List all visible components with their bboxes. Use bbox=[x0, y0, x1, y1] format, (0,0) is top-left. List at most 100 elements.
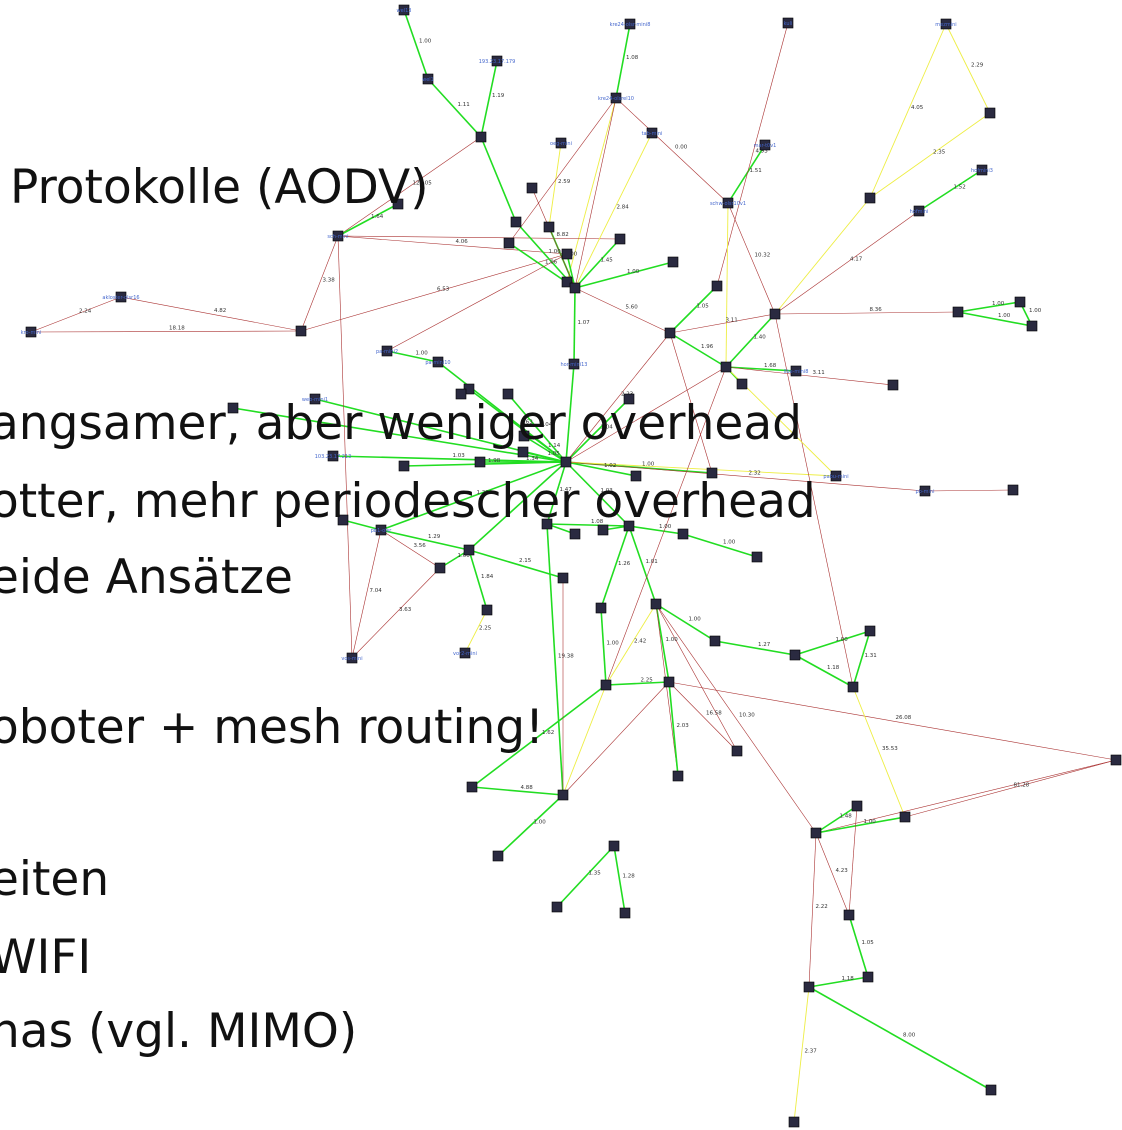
network-node bbox=[985, 1084, 997, 1096]
network-link bbox=[574, 132, 653, 289]
network-node bbox=[722, 197, 734, 209]
network-link bbox=[332, 455, 567, 463]
slide-line-protocols: Protokolle (AODV) bbox=[10, 160, 429, 215]
network-link bbox=[774, 313, 854, 688]
link-metric-label: 1.00 bbox=[627, 269, 640, 275]
node-label: sch-mini bbox=[327, 234, 348, 240]
link-metric-label: 4.82 bbox=[214, 308, 226, 314]
network-node bbox=[751, 551, 763, 563]
network-link bbox=[546, 461, 567, 525]
link-metric-label: 1.29 bbox=[428, 534, 441, 540]
link-metric-label: 1.02 bbox=[604, 463, 616, 469]
link-metric-label: 1.04 bbox=[540, 422, 553, 428]
node-label: mar-t0v1 bbox=[754, 143, 777, 149]
node-label: 193.23.17.179 bbox=[479, 59, 516, 65]
link-metric-label: 125.05 bbox=[413, 181, 433, 187]
slide-line-antennas: nas (vgl. MIMO) bbox=[0, 1004, 358, 1059]
network-node bbox=[561, 248, 573, 260]
network-link bbox=[815, 832, 850, 916]
node-label: kuli bbox=[784, 21, 793, 27]
network-node bbox=[492, 850, 504, 862]
network-link bbox=[300, 235, 339, 332]
link-metric-label: 1.00 bbox=[689, 617, 702, 623]
node-label: ilbe-mini8 bbox=[784, 369, 809, 375]
network-node bbox=[711, 280, 723, 292]
network-node bbox=[595, 602, 607, 614]
network-node bbox=[398, 460, 410, 472]
network-node bbox=[709, 635, 721, 647]
link-metric-label: 1.08 bbox=[591, 519, 604, 525]
network-node bbox=[518, 430, 530, 442]
network-link bbox=[471, 684, 607, 788]
network-node bbox=[557, 789, 569, 801]
network-link bbox=[337, 203, 399, 237]
link-metric-label: 1.52 bbox=[954, 185, 966, 191]
slide-line-robots: oboter + mesh routing! bbox=[0, 700, 544, 755]
link-metric-label: 1.00 bbox=[836, 637, 849, 643]
network-link bbox=[497, 794, 564, 857]
network-node bbox=[561, 276, 573, 288]
network-node bbox=[475, 131, 487, 143]
slide-line-wifi: WIFI bbox=[0, 930, 92, 985]
network-node bbox=[664, 327, 676, 339]
network-link bbox=[808, 986, 992, 1091]
network-link bbox=[716, 22, 789, 287]
network-node bbox=[517, 446, 529, 458]
link-metric-label: 3.38 bbox=[323, 278, 336, 284]
network-link bbox=[924, 489, 1014, 492]
network-node bbox=[789, 649, 801, 661]
node-label: hor-mini13 bbox=[561, 362, 588, 368]
network-link bbox=[468, 549, 488, 611]
slide-line-proactive: otter, mehr periodescher overhead bbox=[0, 474, 816, 529]
network-link bbox=[918, 169, 983, 212]
network-link bbox=[546, 523, 630, 527]
node-label: oeg-mini bbox=[550, 141, 572, 147]
network-node bbox=[337, 514, 349, 526]
link-metric-label: 1.29 bbox=[477, 490, 490, 496]
network-node bbox=[510, 216, 522, 228]
network-link bbox=[869, 23, 947, 199]
link-metric-label: 1.00 bbox=[549, 249, 562, 255]
network-link bbox=[605, 603, 657, 686]
network-link bbox=[655, 603, 738, 752]
link-metric-label: 19.38 bbox=[558, 654, 574, 660]
node-label: wel13 bbox=[397, 8, 412, 14]
network-link bbox=[565, 461, 926, 492]
network-link bbox=[337, 136, 482, 237]
network-node bbox=[759, 139, 771, 151]
link-metric-label: 18.18 bbox=[169, 326, 185, 332]
network-node bbox=[466, 781, 478, 793]
network-node bbox=[597, 524, 609, 536]
node-label: 103.23.17.213 bbox=[315, 454, 352, 460]
network-node bbox=[381, 345, 393, 357]
network-link bbox=[655, 603, 670, 683]
network-link bbox=[565, 461, 630, 527]
link-metric-label: 1.05 bbox=[862, 940, 875, 946]
network-link bbox=[725, 202, 729, 368]
network-node bbox=[398, 4, 410, 16]
link-metric-label: 2.25 bbox=[641, 678, 654, 684]
network-node bbox=[623, 393, 635, 405]
network-node bbox=[481, 604, 493, 616]
network-node bbox=[864, 192, 876, 204]
network-node bbox=[614, 233, 626, 245]
network-link bbox=[727, 202, 776, 315]
network-node bbox=[295, 325, 307, 337]
network-node bbox=[502, 388, 514, 400]
network-node bbox=[569, 282, 581, 294]
network-node bbox=[1014, 296, 1026, 308]
network-node bbox=[619, 907, 631, 919]
link-metric-label: 1.00 bbox=[416, 351, 429, 357]
link-metric-label: 1.14 bbox=[548, 443, 561, 449]
link-metric-label: 8.36 bbox=[870, 307, 883, 313]
network-node bbox=[984, 107, 996, 119]
network-link bbox=[574, 238, 621, 289]
link-metric-label: 8.82 bbox=[557, 232, 569, 238]
link-metric-label: 1.18 bbox=[842, 976, 855, 982]
network-link bbox=[562, 684, 607, 796]
network-link bbox=[725, 366, 894, 386]
link-metric-label: 6.53 bbox=[437, 287, 450, 293]
node-label: tab-mini bbox=[642, 131, 663, 137]
network-link bbox=[655, 603, 817, 834]
link-metric-label: 2.29 bbox=[971, 63, 984, 69]
